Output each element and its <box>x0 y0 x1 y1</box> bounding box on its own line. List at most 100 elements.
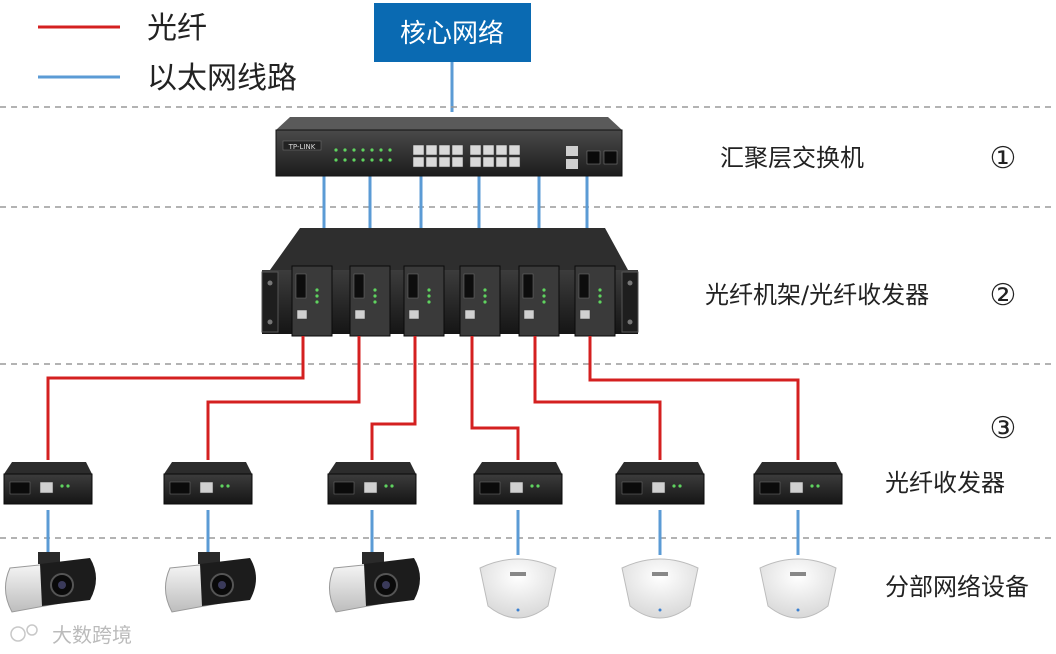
module-status-led <box>373 294 377 298</box>
media-converters <box>3 462 843 505</box>
rack-modules <box>291 265 616 337</box>
converter-status-led <box>672 484 676 488</box>
switch-ethernet-port <box>451 144 464 156</box>
switch-rack-links <box>322 176 589 230</box>
converter-sfp-port <box>759 481 781 495</box>
converter-rj45-port <box>651 481 666 494</box>
fiber-rack <box>261 228 639 337</box>
switch-ethernet-port <box>508 144 521 156</box>
legend: 光纤 以太网线路 <box>38 11 297 96</box>
module-sfp-slot <box>463 273 475 299</box>
access-point-led <box>796 608 800 612</box>
module-status-led <box>483 288 487 292</box>
switch-ethernet-port <box>451 156 464 168</box>
converter-rj45-port <box>39 481 54 494</box>
module-status-led <box>542 288 546 292</box>
rack-ear-right <box>621 271 639 333</box>
converter-status-led <box>816 484 820 488</box>
switch-ethernet-port <box>412 144 425 156</box>
layer-labels: 汇聚层交换机 ① 光纤机架/光纤收发器 ② ③ 光纤收发器 分部网络设备 <box>705 141 1029 601</box>
switch-status-led <box>379 148 383 152</box>
switch-ethernet-port <box>495 156 508 168</box>
camera-lens-glass <box>382 581 390 589</box>
switch-ethernet-port <box>482 144 495 156</box>
switch-brand-badge <box>282 140 322 151</box>
module-rj45-port <box>523 309 535 320</box>
switch-status-led <box>388 158 392 162</box>
module-sfp-slot <box>522 273 534 299</box>
switch-top-face <box>276 117 622 130</box>
converter-status-led <box>226 484 230 488</box>
converter-sfp-port <box>169 481 191 495</box>
layer-separators <box>0 106 1056 539</box>
camera-mount <box>362 552 384 564</box>
converter-sfp-port <box>621 481 643 495</box>
converter-sfp-port <box>9 481 31 495</box>
switch-ethernet-port <box>508 156 521 168</box>
watermark-text: 大数跨境 <box>52 623 132 647</box>
watermark: 大数跨境 <box>10 623 132 647</box>
access-point-logo <box>652 572 668 576</box>
converter-rj45-port <box>789 481 804 494</box>
switch-status-led <box>379 158 383 162</box>
watermark-logo <box>26 624 38 636</box>
fiber-links <box>46 336 800 460</box>
switch-status-led <box>334 158 338 162</box>
switch-status-led <box>361 148 365 152</box>
rack-screw <box>267 319 273 325</box>
converter-top-face <box>164 462 252 474</box>
switch-status-led <box>370 158 374 162</box>
switch-sfp-port <box>603 150 618 165</box>
layer-number-3: ③ <box>990 411 1017 446</box>
switch-ports <box>334 144 521 168</box>
layer-label-fiber-transceiver: 光纤收发器 <box>885 469 1005 497</box>
switch-status-led <box>370 148 374 152</box>
switch-ethernet-port <box>438 144 451 156</box>
switch-status-led <box>352 158 356 162</box>
layer-number-1: ① <box>990 141 1017 176</box>
module-status-led <box>373 300 377 304</box>
module-status-led <box>427 300 431 304</box>
switch-status-led <box>343 148 347 152</box>
switch-ethernet-port <box>495 144 508 156</box>
switch-status-led <box>361 158 365 162</box>
camera-mount <box>38 552 60 564</box>
module-status-led <box>315 300 319 304</box>
layer-label-fiber-rack: 光纤机架/光纤收发器 <box>705 281 929 309</box>
module-rj45-port <box>464 309 476 320</box>
watermark-logo <box>10 626 26 642</box>
converter-top-face <box>474 462 562 474</box>
fiber-link <box>533 336 662 460</box>
switch-uplink-port <box>566 159 578 169</box>
fiber-link <box>470 336 520 460</box>
core-network: 核心网络 <box>374 3 531 112</box>
converter-status-led <box>60 484 64 488</box>
endpoint-links <box>46 510 800 555</box>
fiber-link <box>206 336 361 460</box>
module-status-led <box>483 300 487 304</box>
converter-rj45-port <box>199 481 214 494</box>
core-network-label: 核心网络 <box>400 19 504 49</box>
converter-status-led <box>530 484 534 488</box>
module-status-led <box>598 294 602 298</box>
wireless-access-point <box>479 558 557 619</box>
layer-label-branch-devices: 分部网络设备 <box>885 573 1029 601</box>
rack-screw <box>267 280 273 286</box>
layer-number-2: ② <box>990 278 1017 313</box>
switch-ethernet-port <box>438 156 451 168</box>
camera-mount <box>198 552 220 564</box>
converter-status-led <box>66 484 70 488</box>
converter-status-led <box>220 484 224 488</box>
wireless-access-point <box>759 558 837 619</box>
module-status-led <box>542 300 546 304</box>
endpoint-devices <box>5 552 837 619</box>
rack-ear-left <box>261 271 279 333</box>
switch-brand-label: TP-LINK <box>288 143 316 151</box>
converter-sfp-port <box>333 481 355 495</box>
fiber-link <box>588 336 800 460</box>
aggregation-switch: TP-LINK <box>275 117 623 177</box>
switch-status-led <box>334 148 338 152</box>
converter-status-led <box>536 484 540 488</box>
